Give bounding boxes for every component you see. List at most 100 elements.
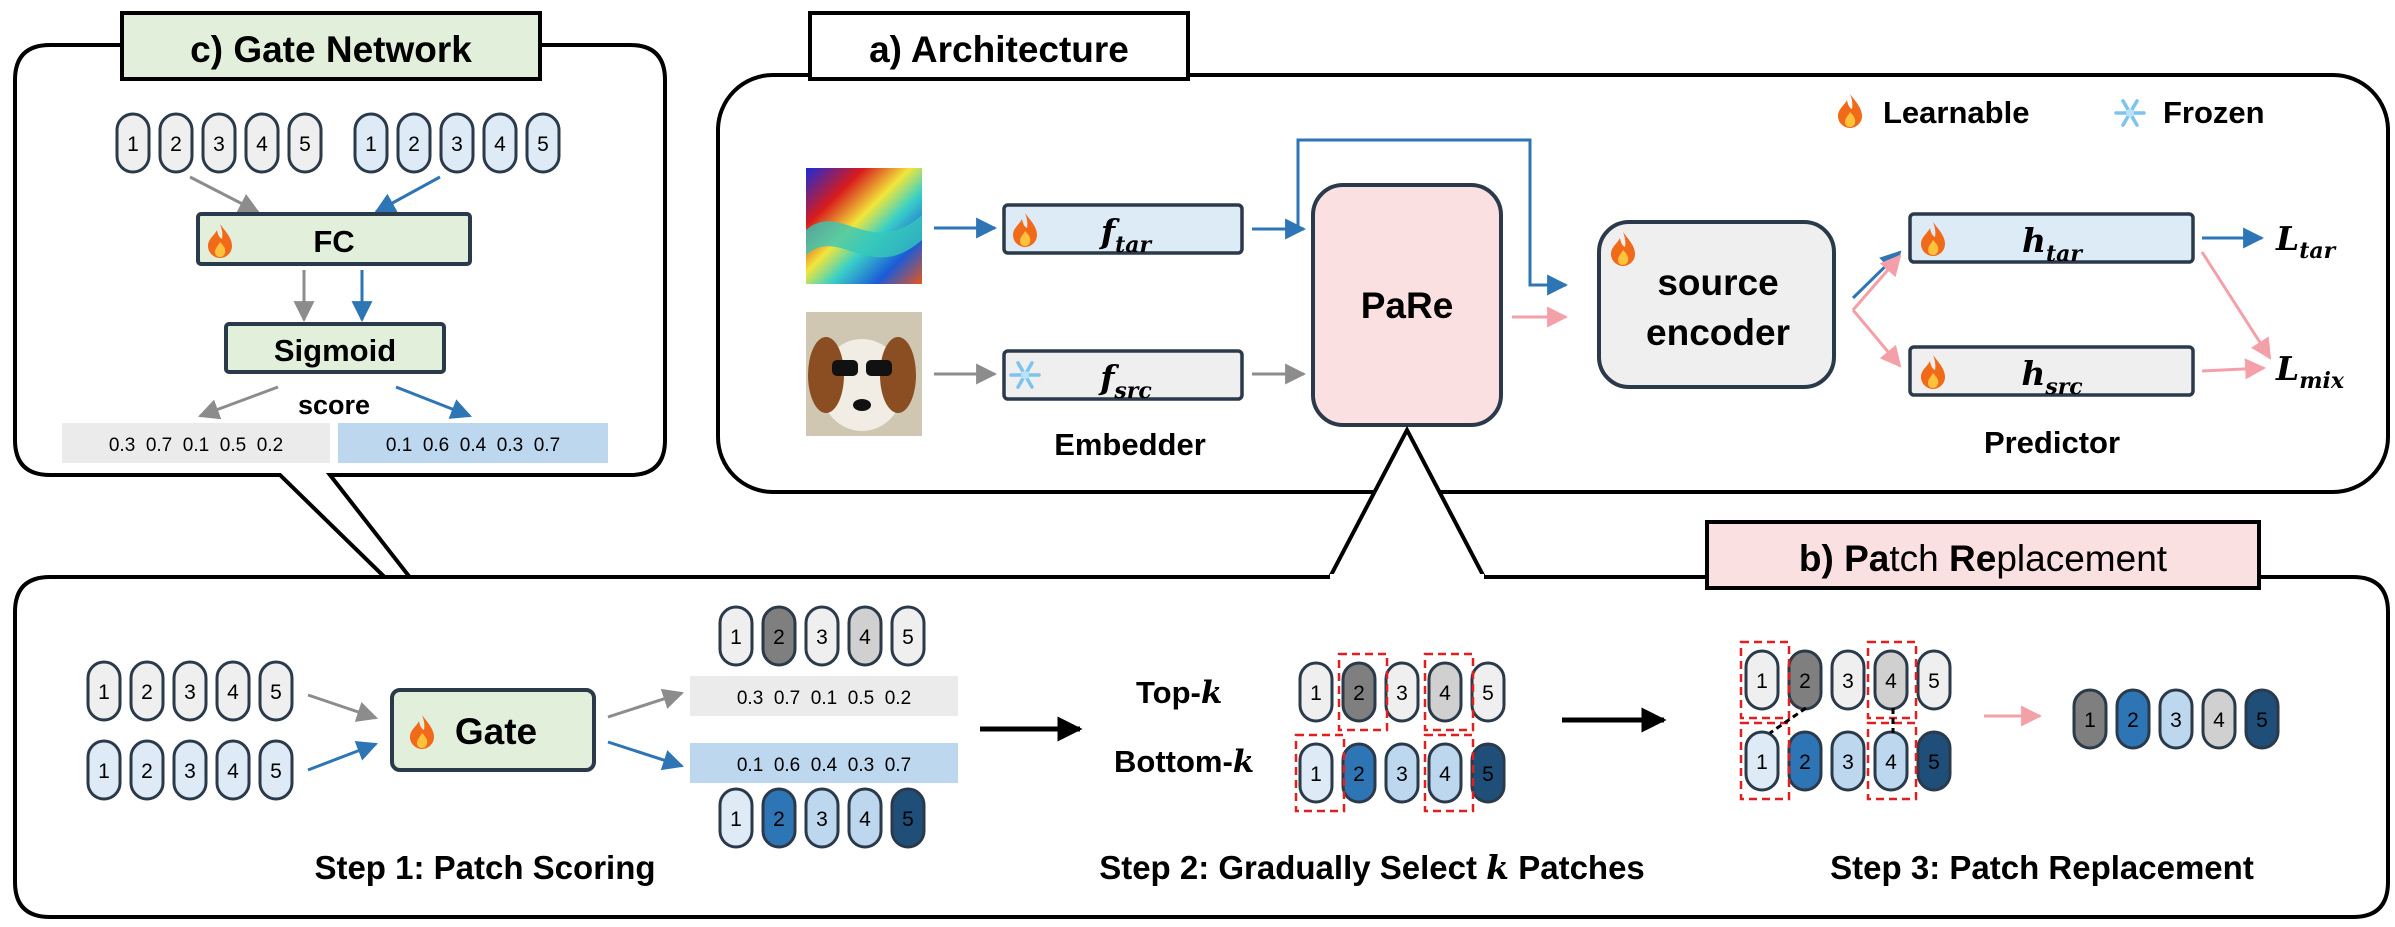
flame-shape xyxy=(1921,355,1945,389)
arrow-blue-to-gate xyxy=(307,740,378,772)
patch-token-number: 5 xyxy=(299,133,311,156)
patch-token xyxy=(86,660,122,722)
architecture-title: a) Architecture xyxy=(869,29,1129,70)
h-src-symbol: h xyxy=(2021,354,2045,393)
source-encoder-label-2: encoder xyxy=(1646,312,1790,353)
dog-sunglasses-right xyxy=(866,360,892,376)
patch-token xyxy=(287,112,323,174)
patch-token xyxy=(2158,688,2194,750)
flame-icon xyxy=(1838,94,1862,128)
patch-token-number: 5 xyxy=(902,626,914,649)
predictor-label: Predictor xyxy=(1984,425,2120,460)
patch-token-number: 1 xyxy=(1310,763,1322,786)
step2-label-k: k xyxy=(1486,848,1509,887)
swap-box-bottom-1 xyxy=(1739,721,1791,801)
patch-token-number: 2 xyxy=(1799,670,1811,693)
bottom-k-prefix: Bottom- xyxy=(1114,744,1233,779)
architecture-panel: a) Architecture Learnable Frozen ftar fs… xyxy=(716,11,2390,494)
fc-box xyxy=(196,212,472,266)
patch-token-number: 1 xyxy=(1310,682,1322,705)
dog-sunglasses-left xyxy=(832,360,858,376)
patch-token xyxy=(1384,742,1420,804)
h-tar-symbol: h xyxy=(2022,221,2046,260)
patch-token-number: 1 xyxy=(1756,751,1768,774)
selection-box-bottom-1 xyxy=(1294,733,1346,813)
flame-core xyxy=(215,242,226,257)
fc-label: FC xyxy=(313,224,354,259)
arrow-gray-to-gate xyxy=(307,693,378,722)
gate-box xyxy=(390,688,596,772)
snowflake-icon xyxy=(1009,361,1041,389)
flame-shape xyxy=(410,715,434,749)
patch-token-number: 1 xyxy=(98,681,110,704)
bottom-k-label: Bottom-k xyxy=(1114,744,1254,780)
flame-shape xyxy=(1838,94,1862,128)
h-tar-subscript: tar xyxy=(2046,241,2083,267)
step1-score-values-blue: 0.1 0.6 0.4 0.3 0.7 xyxy=(737,755,911,776)
source-encoder-label-1: source xyxy=(1657,262,1778,303)
patch-token-number: 2 xyxy=(2127,709,2139,732)
selection-box-top-2 xyxy=(1337,652,1389,732)
patch-token-number: 3 xyxy=(1842,670,1854,693)
patch-token xyxy=(761,605,797,667)
top-k-label: Top-k xyxy=(1136,675,1222,711)
patch-token xyxy=(201,112,237,174)
patch-token-number: 5 xyxy=(1928,751,1940,774)
flame-core xyxy=(417,733,428,748)
patch-token xyxy=(1298,661,1334,723)
f-src-subscript: src xyxy=(1113,378,1152,404)
patch-token-number: 3 xyxy=(2170,709,2182,732)
patch-token xyxy=(2115,688,2151,750)
patch-token xyxy=(1427,742,1463,804)
patch-token xyxy=(718,787,754,849)
patch-token-number: 4 xyxy=(859,626,871,649)
patch-token xyxy=(158,112,194,174)
h-tar-box xyxy=(1908,212,2195,264)
step1-score-row-blue xyxy=(690,743,958,783)
patch-token xyxy=(244,112,280,174)
patch-token xyxy=(258,739,294,801)
arrow-blue-to-fc xyxy=(374,175,441,214)
patch-token xyxy=(353,112,389,174)
patch-token-number: 2 xyxy=(1353,763,1365,786)
f-tar-subscript: tar xyxy=(1115,232,1152,258)
f-src-label: fsrc xyxy=(1098,358,1152,404)
sigmoid-label: Sigmoid xyxy=(274,333,396,368)
title-part-re: Re xyxy=(1949,538,1996,579)
flame-shape xyxy=(208,224,232,258)
swap-box-top-2 xyxy=(1739,640,1791,720)
patch-token-number: 3 xyxy=(1842,751,1854,774)
step2-label-suffix: Patches xyxy=(1509,849,1645,886)
patch-token-number: 1 xyxy=(2084,709,2096,732)
patch-token xyxy=(761,787,797,849)
patch-replacement-title-box xyxy=(1705,520,2261,590)
gate-network-title: c) Gate Network xyxy=(190,29,472,70)
patch-token xyxy=(115,112,151,174)
patch-token xyxy=(890,787,926,849)
flame-core xyxy=(1618,250,1629,265)
patch-token-number: 2 xyxy=(1353,682,1365,705)
score-values-blue: 0.1 0.6 0.4 0.3 0.7 xyxy=(386,435,560,456)
flame-icon xyxy=(1921,355,1945,389)
patch-replacement-title: b) Patch Replacement xyxy=(1799,538,2168,579)
f-tar-box xyxy=(1002,203,1244,255)
patch-token xyxy=(1916,649,1952,711)
patch-token xyxy=(129,660,165,722)
snowflake-center xyxy=(1021,371,1029,379)
patch-token-number: 1 xyxy=(127,133,139,156)
step1-label: Step 1: Patch Scoring xyxy=(314,849,655,886)
patch-token xyxy=(1830,730,1866,792)
h-src-label: hsrc xyxy=(2021,354,2083,400)
arrow-gate-to-blue-scores xyxy=(607,740,684,771)
patch-token-number: 3 xyxy=(184,681,196,704)
dog-right-ear xyxy=(880,337,916,413)
patch-replacement-frame xyxy=(13,425,2390,919)
patch-token-number: 3 xyxy=(1396,763,1408,786)
